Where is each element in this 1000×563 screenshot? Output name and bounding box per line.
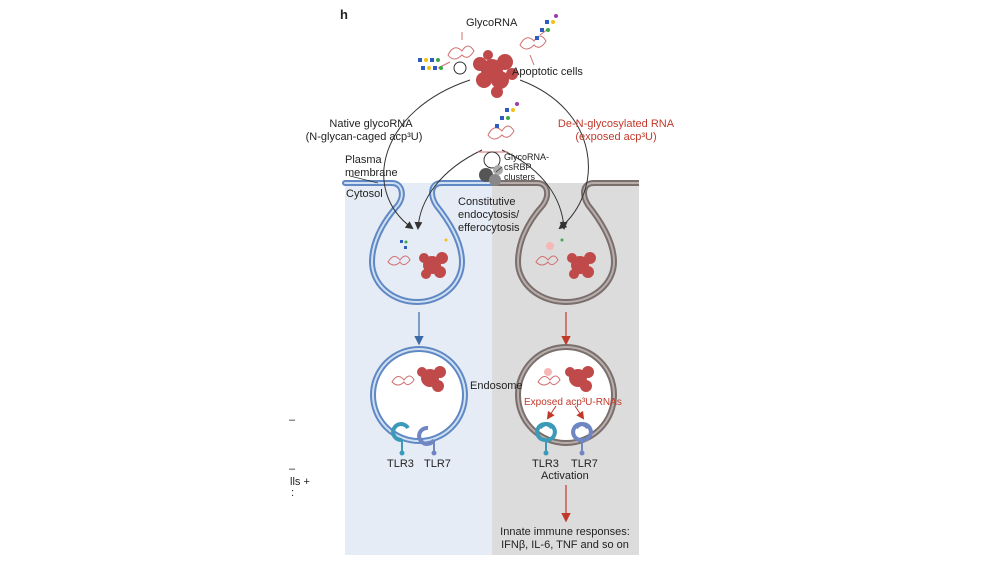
tlr7-right-dimer: [571, 422, 593, 456]
arrow-deglyco-curve-outer: [519, 79, 589, 230]
endocytosis-line-1: Constitutive: [458, 196, 516, 208]
tlr3-right-label: TLR3: [532, 458, 559, 470]
innate-line-1: Innate immune responses:: [500, 526, 630, 538]
plasma-line-2: membrane: [345, 167, 398, 179]
tlr3-left-receptor: [391, 422, 410, 456]
endosome-right-inner-ring: [517, 346, 615, 444]
endosome-right-contents: [537, 366, 594, 392]
vesicle-left-contents: [387, 238, 448, 279]
csrbp-cluster-label: GlycoRNA- csRBP clusters: [504, 152, 549, 182]
plasma-membrane-pointer: [349, 175, 379, 184]
arrow-native-curve-outer: [383, 79, 471, 230]
innate-response-label: Innate immune responses: IFNβ, IL-6, TNF…: [490, 526, 640, 552]
plasma-line-1: Plasma: [345, 154, 382, 166]
cluster-line-1: GlycoRNA-: [504, 152, 550, 162]
cytosol-label: Cytosol: [346, 188, 383, 200]
arrow-native-curve-inner: [414, 149, 483, 230]
native-line-1: Native glycoRNA: [329, 118, 413, 130]
arrow-exposed-to-tlr7: [574, 405, 585, 420]
plasma-membrane-left: [342, 180, 495, 305]
cluster-line-3: clusters: [504, 172, 536, 182]
cluster-pointer: [495, 166, 503, 173]
vesicle-right-contents: [535, 238, 596, 279]
plasma-membrane-right: [492, 180, 639, 305]
edge-fragment-dash-1: –: [289, 414, 296, 426]
endosome-left-contents: [391, 366, 446, 392]
innate-line-2: IFNβ, IL-6, TNF and so on: [501, 539, 629, 551]
deglyco-rna-label: De-N-glycosylated RNA: [556, 118, 676, 131]
apoptotic-cells-label: Apoptotic cells: [512, 66, 583, 78]
arrow-exposed-to-tlr3: [546, 405, 557, 420]
panel-letter: h: [340, 7, 348, 22]
arrow-deglyco-curve-inner: [501, 149, 568, 230]
deglyco-line-1: De-N-glycosylated RNA: [557, 118, 675, 130]
tlr3-right-dimer: [535, 422, 557, 456]
endocytosis-label: Constitutive endocytosis/ efferocytosis: [458, 196, 520, 235]
exposed-rnas-label: Exposed acp³U-RNAs: [524, 397, 622, 408]
glycan-chain-right: [535, 14, 558, 40]
cluster-line-2: csRBP: [504, 162, 532, 172]
tlr7-left-label: TLR7: [424, 458, 451, 470]
edge-fragment-colon: :: [291, 487, 295, 499]
glycan-chain-left: [418, 58, 443, 70]
endocytosis-line-3: efferocytosis: [458, 222, 520, 234]
edge-fragment-dash-2: –: [289, 463, 296, 475]
activation-label: Activation: [541, 470, 589, 482]
tlr7-left-receptor: [417, 425, 437, 456]
edge-fragment-cells: lls +: [290, 476, 310, 488]
native-line-2: (N-glycan-caged acp³U): [305, 131, 423, 143]
native-glycorna-sublabel: (N-glycan-caged acp³U): [305, 131, 423, 144]
tlr3-left-label: TLR3: [387, 458, 414, 470]
tlr7-right-label: TLR7: [571, 458, 598, 470]
glycan-chain-membrane: [495, 102, 519, 128]
native-glycorna-label: Native glycoRNA: [326, 118, 416, 131]
apoptotic-cell-cluster-top: [473, 50, 518, 98]
deglyco-rna-sublabel: (exposed acp³U): [556, 131, 676, 144]
plasma-membrane-label: Plasma membrane: [345, 154, 398, 180]
deglyco-line-2: (exposed acp³U): [575, 131, 657, 143]
endosome-label: Endosome: [470, 380, 523, 392]
endocytosis-line-2: endocytosis/: [458, 209, 520, 221]
glycorna-membrane-structure: [478, 125, 515, 169]
glycorna-label: GlycoRNA: [466, 17, 518, 29]
